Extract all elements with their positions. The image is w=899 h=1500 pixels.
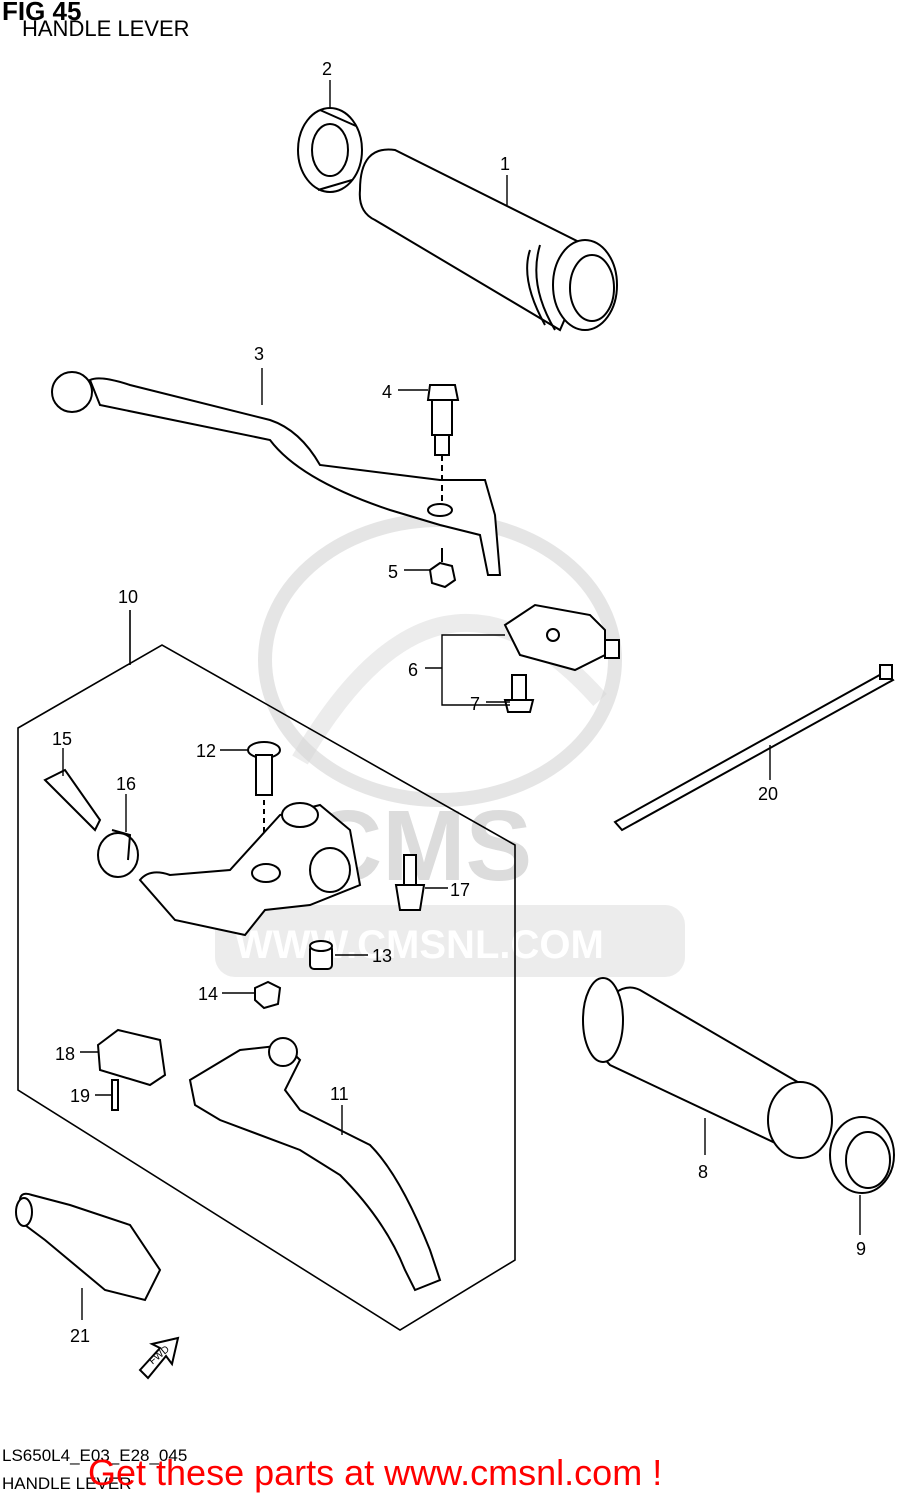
part-12-pivot-bolt [247, 741, 281, 860]
part-14-nut [254, 980, 282, 1010]
diagram-name: HANDLE LEVER [2, 1474, 132, 1493]
part-4-bolt [426, 384, 460, 505]
callout-12: 12 [196, 741, 216, 761]
callout-4: 4 [382, 382, 392, 402]
callout-15: 15 [52, 729, 72, 749]
callout-18: 18 [55, 1044, 75, 1064]
part-19-screw [111, 1079, 119, 1111]
callout-17: 17 [450, 880, 470, 900]
callout-8: 8 [698, 1162, 708, 1182]
callout-1: 1 [500, 154, 510, 174]
page-title: FIG 45 [2, 0, 82, 26]
part-7-screw [503, 674, 535, 713]
part-11-clutch-lever [188, 1037, 442, 1292]
callout-3: 3 [254, 344, 264, 364]
part-5-nut [428, 548, 457, 589]
part-9-end-cap [829, 1116, 895, 1194]
part-1-grip [358, 148, 618, 332]
diagram-code: LS650L4_E03_E28_045 [2, 1446, 188, 1465]
callout-7: 7 [470, 694, 480, 714]
part-20-strap [613, 664, 895, 832]
callouts: 1 2 3 4 5 6 7 8 9 10 11 12 13 14 15 16 1… [52, 59, 866, 1346]
promo-link[interactable]: Get these parts at www.cmsnl.com ! [88, 1452, 663, 1493]
callout-14: 14 [198, 984, 218, 1004]
part-18-switch [96, 1028, 167, 1087]
callout-21: 21 [70, 1326, 90, 1346]
callout-19: 19 [70, 1086, 90, 1106]
callout-5: 5 [388, 562, 398, 582]
callout-10: 10 [118, 587, 138, 607]
part-15-bolt [43, 768, 102, 832]
part-2-ring [297, 107, 363, 193]
part-3-brake-lever [51, 371, 502, 576]
part-6-switch [503, 603, 620, 672]
callout-9: 9 [856, 1239, 866, 1259]
part-13-bushing [309, 940, 333, 970]
part-17-bolt [394, 854, 426, 911]
part-16-clip [97, 829, 139, 878]
leader-lines [62, 80, 861, 1320]
callout-6: 6 [408, 660, 418, 680]
part-10-assembly-box [17, 610, 516, 1331]
fwd-arrow-icon: FWD [138, 1336, 180, 1380]
callout-2: 2 [322, 59, 332, 79]
callout-13: 13 [372, 946, 392, 966]
part-21-boot [15, 1192, 162, 1302]
perch-bracket [138, 802, 362, 937]
callout-20: 20 [758, 784, 778, 804]
page-subtitle: HANDLE LEVER [22, 16, 190, 41]
callout-11: 11 [330, 1084, 349, 1104]
part-8-grip [582, 977, 833, 1159]
watermark-url: WWW.CMSNL.COM [235, 923, 604, 967]
callout-16: 16 [116, 774, 136, 794]
